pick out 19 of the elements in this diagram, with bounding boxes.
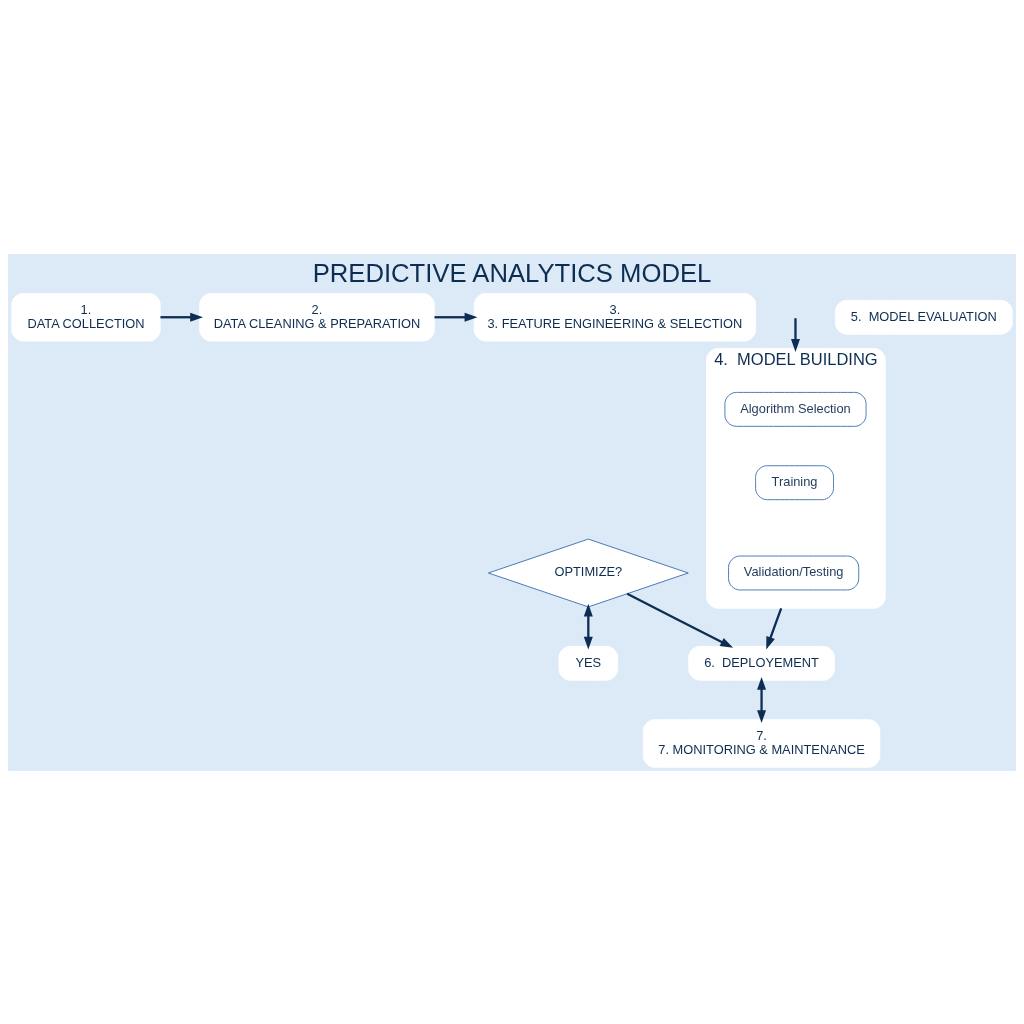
node-box: 6. DEPLOYEMENT [688,645,835,681]
node-box: Algorithm Selection [724,391,867,427]
node-box: Validation/Testing [728,555,860,590]
arrow [757,676,767,723]
arrow [434,312,478,322]
node-box: Training [755,464,834,500]
node-box: 7. 7. MONITORING & MAINTENANCE [642,718,881,768]
arrow [583,603,593,650]
node-box: 3. 3. FEATURE ENGINEERING & SELECTION [473,292,757,342]
arrow [626,592,734,648]
node-box: 1. DATA COLLECTION [11,292,161,342]
node-box: YES [558,645,619,681]
arrow [766,607,783,649]
diagram-title: PREDICTIVE ANALYTICS MODEL [312,258,712,287]
node-diamond: OPTIMIZE? [487,538,689,607]
arrow [160,312,204,322]
arrow [790,317,800,352]
node-box: 2. DATA CLEANING & PREPARATION [199,292,435,342]
node-box: 5. MODEL EVALUATION [834,299,1013,335]
